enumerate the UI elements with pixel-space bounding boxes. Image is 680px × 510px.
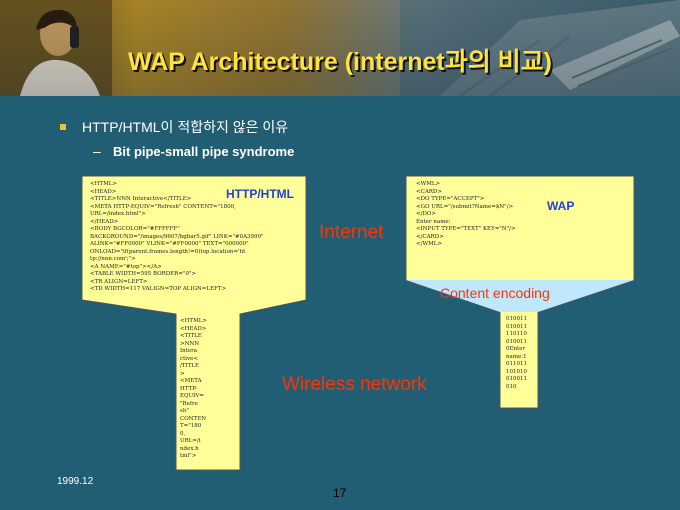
- html-code-narrow: <HTML> <HEAD> <TITLE >NNN Intera ctive< …: [180, 318, 207, 459]
- bullet-marker: [60, 124, 66, 130]
- header-banner: [0, 0, 680, 96]
- slide-title: WAP Architecture (internet과의 비교): [128, 48, 552, 76]
- sub-bullet-text: Bit pipe-small pipe syndrome: [113, 144, 295, 159]
- date-footer: 1999.12: [57, 476, 94, 487]
- page-number: 17: [333, 486, 347, 500]
- html-code-wide: <HTML> <HEAD> <TITLE>NNN Interactive</TI…: [90, 181, 264, 292]
- header-shade: [0, 0, 680, 96]
- bullet-text: HTTP/HTML이 적합하지 않은 이유: [82, 119, 289, 135]
- wml-code-wide: <WML> <CARD> <DO TYPE="ACCEPT"> <GO URL=…: [416, 181, 516, 247]
- content-encoding-band: [406, 280, 634, 312]
- keyboard-image: [400, 0, 680, 96]
- wml-code-narrow: 010011 010011 110110 010011 0Enter name:…: [506, 316, 527, 390]
- sub-bullet-dash: –: [93, 143, 101, 159]
- wap-label: WAP: [547, 199, 575, 213]
- wireless-network-label: Wireless network: [282, 374, 427, 395]
- internet-label: Internet: [319, 222, 384, 243]
- html-funnel-shape: [81, 175, 307, 471]
- http-html-label: HTTP/HTML: [226, 187, 294, 201]
- content-encoding-label: Content encoding: [440, 285, 550, 301]
- person-on-phone-image: [0, 0, 112, 96]
